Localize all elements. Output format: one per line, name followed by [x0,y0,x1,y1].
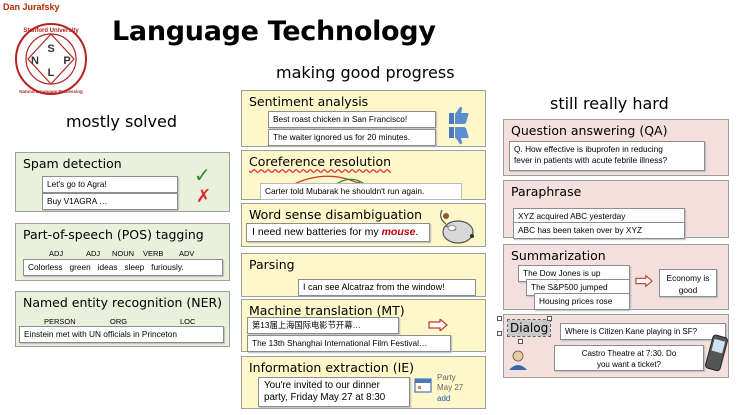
panel-word-sense: Word sense disambiguation I need new bat… [241,203,486,247]
mobile-phone-icon [705,334,728,372]
cross-icon: ✗ [196,186,212,207]
panel-machine-translation: Machine translation (MT) 第13届上海国际电影节开幕… … [241,299,486,352]
pos-sentence: Colorless green ideas sleep furiously. [23,259,223,276]
arrow-right-icon [635,275,653,287]
summary-output-line-2: good [678,285,698,295]
qa-example: Q. How effective is ibuprofen in reducin… [509,141,705,171]
dialog-question: Where is Citizen Kane playing in SF? [560,323,726,340]
pos-tag: ADJ [86,249,101,258]
ie-example: You're invited to our dinner party, Frid… [258,377,410,407]
panel-title: Spam detection [23,156,122,171]
calendar-add-link[interactable]: add [437,394,451,403]
svg-text:P: P [63,55,70,67]
panel-paraphrase: Paraphrase XYZ acquired ABC yesterday AB… [503,180,729,239]
panel-parsing: Parsing I can see Alcatraz from the wind… [241,253,486,297]
panel-title: Part-of-speech (POS) tagging [23,227,204,242]
panel-pos-tagging: Part-of-speech (POS) tagging ADJ ADJ NOU… [15,223,230,281]
panel-title: Question answering (QA) [511,123,668,138]
stanford-nlp-logo: Stanford University Natural Language Pro… [15,23,87,95]
panel-information-extraction: Information extraction (IE) You're invit… [241,356,486,409]
wsd-example: I need new batteries for my mouse. [246,223,430,242]
panel-question-answering: Question answering (QA) Q. How effective… [503,119,729,176]
panel-coreference: Coreference resolution Carter told Mubar… [241,150,486,200]
coreference-example: Carter told Mubarak he shouldn't run aga… [260,183,462,200]
person-icon [509,350,527,370]
dialog-answer-line-1: Castro Theatre at 7:30. Do [581,349,677,358]
svg-text:N: N [31,55,39,67]
heading-still-really-hard: still really hard [550,94,669,113]
panel-ner: Named entity recognition (NER) PERSON OR… [15,291,230,347]
qa-example-line-1: Q. How effective is ibuprofen in reducin… [514,144,663,154]
svg-text:Stanford University: Stanford University [23,28,79,34]
sentiment-example-1: Best roast chicken in San Francisco! [268,111,436,128]
heading-mostly-solved: mostly solved [66,112,178,131]
panel-dialog: Dialog Where is Citizen Kane playing in … [497,314,729,378]
qa-example-line-2: fever in patients with acute febrile ill… [514,155,668,165]
wsd-example-word: mouse [381,226,416,238]
calendar-party-label: Party [437,373,456,382]
panel-spam-detection: Spam detection Let's go to Agra! Buy V1A… [15,152,230,212]
author-name: Dan Jurafsky [3,2,60,12]
panel-title: Summarization [511,248,606,263]
spam-example-1: Let's go to Agra! [42,176,178,193]
panel-summarization: Summarization The Dow Jones is up The S&… [503,244,729,310]
panel-title: Paraphrase [511,184,582,199]
ner-tag: LOC [180,317,196,326]
ner-tag: PERSON [44,317,76,326]
selection-handle[interactable] [497,316,502,321]
ie-example-line-1: You're invited to our dinner [264,380,380,391]
ie-example-line-2: party, Friday May 27 at 8:30 [264,392,386,403]
panel-title: Named entity recognition (NER) [23,295,223,310]
panel-title: Parsing [249,257,295,272]
calendar-date-label: May 27 [437,383,464,392]
computer-mouse-icon [440,209,474,244]
page-title: Language Technology [112,16,436,47]
paraphrase-example-2: ABC has been taken over by XYZ [513,222,685,239]
summary-output: Economy is good [659,269,717,297]
thumbs-down-icon [449,127,469,145]
ner-sentence: Einstein met with UN officials in Prince… [19,326,224,343]
selection-handle[interactable] [547,316,552,321]
panel-sentiment: Sentiment analysis Best roast chicken in… [241,90,486,147]
svg-text:L: L [48,67,55,79]
check-icon: ✓ [194,163,211,187]
panel-title: Word sense disambiguation [249,207,423,222]
svg-text:Natural Language Processing: Natural Language Processing [19,89,83,94]
mt-target-sentence: The 13th Shanghai International Film Fes… [247,335,451,352]
sentiment-example-2: The waiter ignored us for 20 minutes. [268,129,436,146]
summary-input-3: Housing prices rose [534,293,630,310]
mt-source-sentence: 第13届上海国际电影节开幕… [247,317,399,334]
heading-making-good-progress: making good progress [276,63,455,82]
panel-title: Coreference resolution [249,154,392,169]
pos-tag: ADJ [49,249,64,258]
selection-handle[interactable] [497,331,502,336]
panel-title: Sentiment analysis [249,94,369,109]
pos-tag: VERB [143,249,164,258]
dialog-title[interactable]: Dialog [506,319,552,337]
summary-output-line-1: Economy is [666,273,710,283]
selection-handle[interactable] [518,339,523,344]
wsd-example-prefix: I need new batteries for my [252,226,382,238]
calendar-icon [414,378,432,393]
wsd-example-suffix: . [415,226,419,238]
thumbs-up-icon [449,106,469,124]
ner-tag: ORG [110,317,128,326]
dialog-answer: Castro Theatre at 7:30. Do you want a ti… [554,345,704,371]
dialog-answer-line-2: you want a ticket? [596,360,662,369]
pos-tag: NOUN [112,249,135,258]
pos-tag: ADV [179,249,195,258]
panel-title: Information extraction (IE) [249,360,415,375]
svg-text:S: S [47,43,54,55]
panel-title: Machine translation (MT) [249,303,405,318]
parsing-example: I can see Alcatraz from the window! [298,279,476,296]
spam-example-2: Buy V1AGRA … [42,193,178,210]
arrow-right-icon [428,319,448,331]
